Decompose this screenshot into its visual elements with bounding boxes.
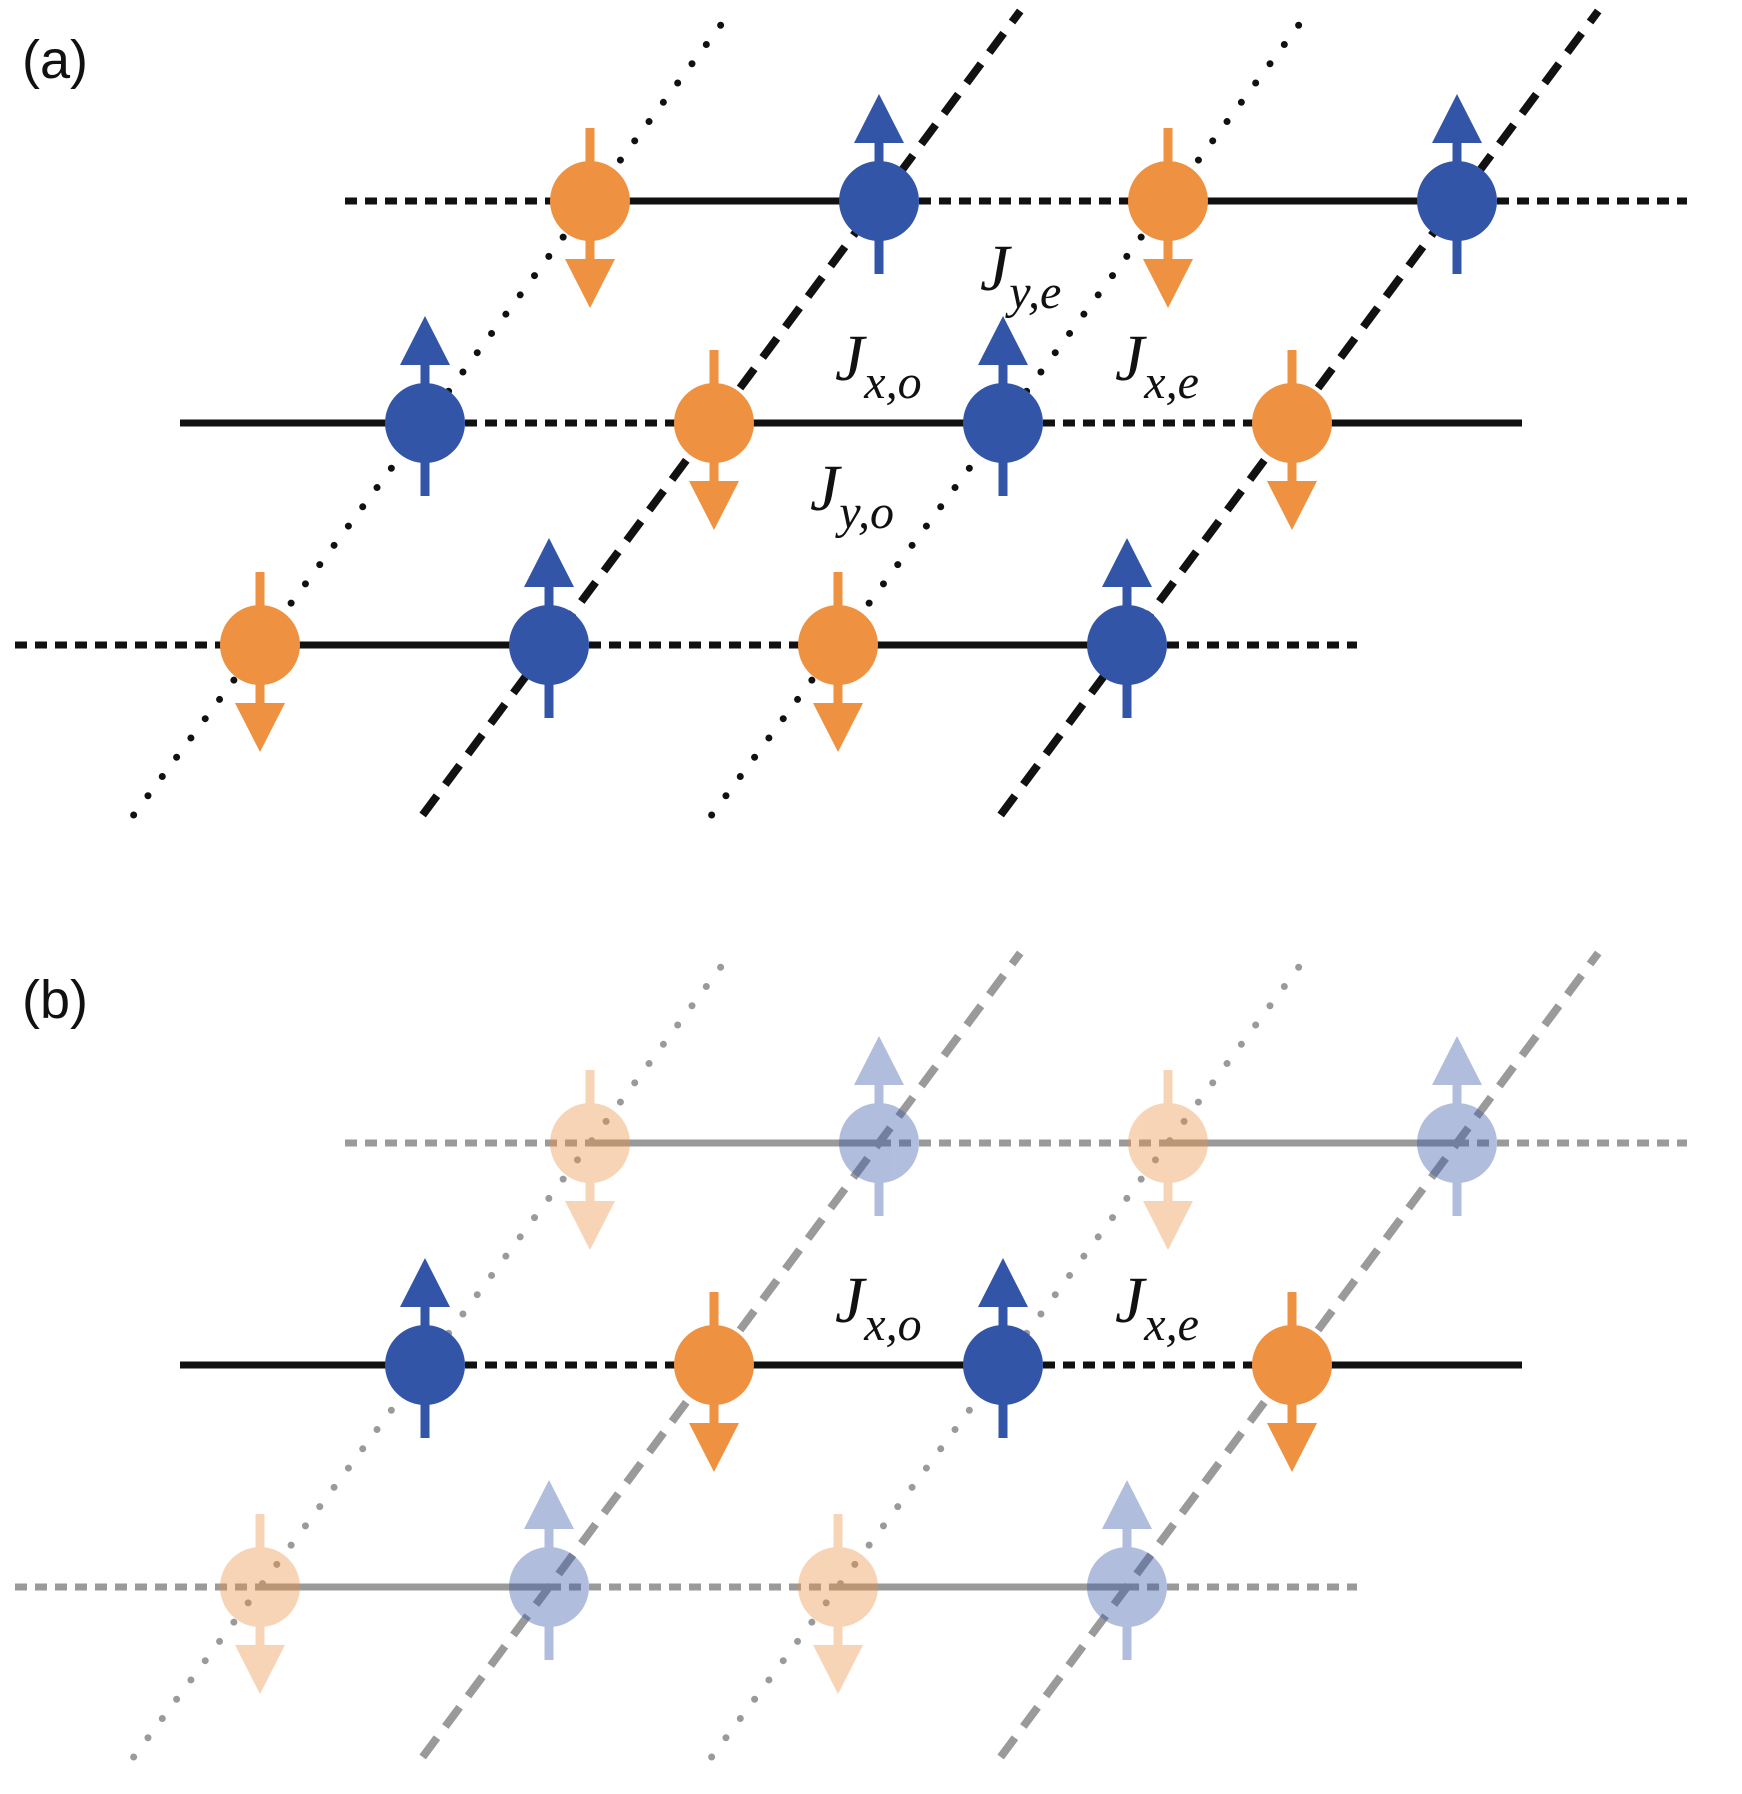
spin-down-arrowhead bbox=[1267, 1423, 1317, 1472]
spin-up-arrowhead bbox=[524, 1480, 574, 1529]
spin-down-site bbox=[1252, 1325, 1332, 1405]
spin-up-site bbox=[385, 383, 465, 463]
spin-down-arrowhead bbox=[813, 703, 863, 752]
spin-up bbox=[963, 1258, 1043, 1438]
panel-b-bonds bbox=[15, 949, 1687, 1761]
panel-a: (a) Jy,e Jx,o Jx,e Jy,o bbox=[15, 7, 1687, 819]
spin-up bbox=[1417, 1036, 1497, 1216]
spin-up-site bbox=[963, 1325, 1043, 1405]
spin-up-site bbox=[509, 1547, 589, 1627]
spin-up-arrowhead bbox=[854, 1036, 904, 1085]
spin-down-site bbox=[550, 1103, 630, 1183]
spin-up-site bbox=[839, 1103, 919, 1183]
spin-up-arrowhead bbox=[400, 1258, 450, 1307]
spin-down-site bbox=[1128, 1103, 1208, 1183]
spin-down-arrowhead bbox=[689, 1423, 739, 1472]
spin-down-arrowhead bbox=[813, 1645, 863, 1694]
spin-down-arrowhead bbox=[1143, 259, 1193, 308]
spin-down-site bbox=[674, 1325, 754, 1405]
panel-b-spins bbox=[220, 1036, 1497, 1694]
spin-down-site bbox=[1128, 161, 1208, 241]
spin-up bbox=[509, 1480, 589, 1660]
spin-up-site bbox=[509, 605, 589, 685]
spin-down bbox=[798, 1514, 878, 1694]
spin-down-arrowhead bbox=[235, 703, 285, 752]
spin-down bbox=[1252, 1292, 1332, 1472]
spin-up-arrowhead bbox=[1432, 94, 1482, 143]
spin-down-site bbox=[1252, 383, 1332, 463]
spin-up bbox=[839, 1036, 919, 1216]
spin-down-arrowhead bbox=[1267, 481, 1317, 530]
spin-up-site bbox=[385, 1325, 465, 1405]
spin-down bbox=[798, 572, 878, 752]
spin-up-arrowhead bbox=[1102, 538, 1152, 587]
spin-down-site bbox=[550, 161, 630, 241]
spin-down-arrowhead bbox=[565, 259, 615, 308]
spin-up-site bbox=[839, 161, 919, 241]
spin-down bbox=[550, 128, 630, 308]
spin-up bbox=[1087, 1480, 1167, 1660]
spin-down bbox=[220, 1514, 300, 1694]
spin-down-arrowhead bbox=[565, 1201, 615, 1250]
spin-down bbox=[1252, 350, 1332, 530]
spin-up-arrowhead bbox=[978, 1258, 1028, 1307]
spin-down-site bbox=[220, 1547, 300, 1627]
spin-down-arrowhead bbox=[235, 1645, 285, 1694]
spin-up-arrowhead bbox=[524, 538, 574, 587]
spin-down-site bbox=[798, 1547, 878, 1627]
spin-down bbox=[674, 1292, 754, 1472]
spin-up-site bbox=[1087, 1547, 1167, 1627]
panel-b: (b) Jx,o Jx,e bbox=[15, 949, 1687, 1761]
coupling-label-jxe: Jx,e bbox=[1115, 322, 1199, 409]
spin-up bbox=[1087, 538, 1167, 718]
spin-up-site bbox=[963, 383, 1043, 463]
spin-up-arrowhead bbox=[978, 316, 1028, 365]
panel-a-spins bbox=[220, 94, 1497, 752]
spin-up-site bbox=[1087, 605, 1167, 685]
spin-up bbox=[1417, 94, 1497, 274]
spin-down-arrowhead bbox=[1143, 1201, 1193, 1250]
panel-a-bonds bbox=[15, 7, 1687, 819]
spin-up-site bbox=[1417, 1103, 1497, 1183]
panel-b-label: (b) bbox=[22, 970, 88, 1030]
coupling-label-jye: Jy,e bbox=[980, 232, 1061, 319]
spin-up-arrowhead bbox=[400, 316, 450, 365]
spin-up-arrowhead bbox=[1102, 1480, 1152, 1529]
spin-up bbox=[385, 316, 465, 496]
spin-up bbox=[839, 94, 919, 274]
coupling-label-jyo: Jy,o bbox=[810, 452, 894, 539]
spin-up-arrowhead bbox=[854, 94, 904, 143]
spin-down-arrowhead bbox=[689, 481, 739, 530]
spin-down bbox=[1128, 128, 1208, 308]
spin-up bbox=[385, 1258, 465, 1438]
spin-down bbox=[674, 350, 754, 530]
spin-up bbox=[509, 538, 589, 718]
spin-down bbox=[220, 572, 300, 752]
spin-down bbox=[550, 1070, 630, 1250]
panel-a-label: (a) bbox=[22, 30, 88, 90]
coupling-label-jxo-b: Jx,o bbox=[835, 1264, 922, 1351]
spin-down-site bbox=[798, 605, 878, 685]
spin-up-site bbox=[1417, 161, 1497, 241]
coupling-label-jxo: Jx,o bbox=[835, 322, 922, 409]
spin-down-site bbox=[674, 383, 754, 463]
spin-down bbox=[1128, 1070, 1208, 1250]
spin-up-arrowhead bbox=[1432, 1036, 1482, 1085]
coupling-label-jxe-b: Jx,e bbox=[1115, 1264, 1199, 1351]
spin-down-site bbox=[220, 605, 300, 685]
spin-up bbox=[963, 316, 1043, 496]
